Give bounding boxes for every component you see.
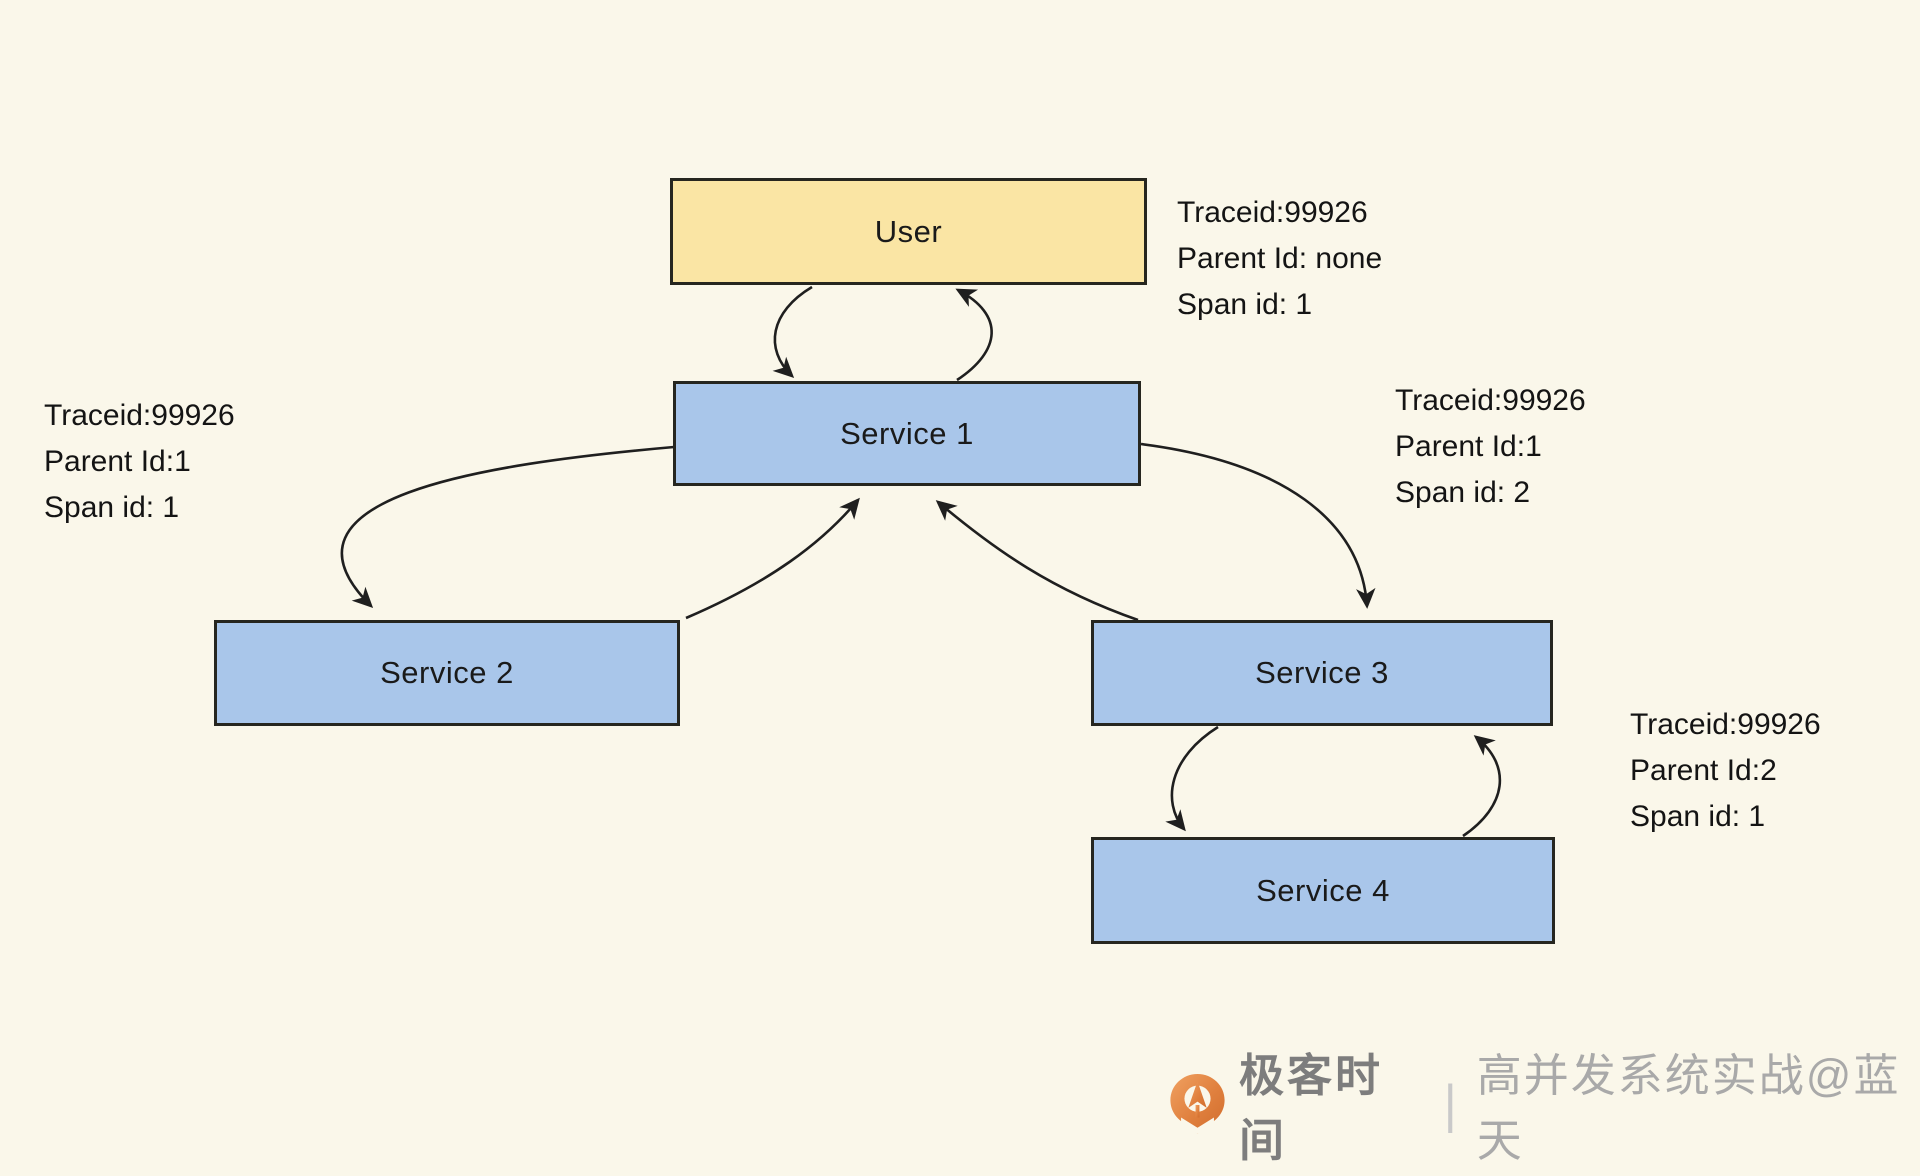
annotation-line: Traceid:99926 — [1630, 708, 1821, 741]
edge-service3-to-service1 — [935, 500, 1139, 622]
edge-service4-to-service3 — [1462, 735, 1502, 838]
annotation-line: Traceid:99926 — [1177, 196, 1368, 229]
annotation-service2-trace: Traceid:99926 Parent Id:1 Span id: 1 — [44, 393, 235, 531]
edge-service1-to-service2 — [340, 445, 675, 609]
annotation-line: Parent Id:2 — [1630, 754, 1777, 787]
edge-service1-to-user — [955, 288, 993, 382]
annotation-line: Parent Id:1 — [44, 445, 191, 478]
annotation-line: Traceid:99926 — [1395, 384, 1586, 417]
watermark: 极客时间 | 高并发系统实战@蓝天 — [1170, 1050, 1920, 1166]
node-service1-label: Service 1 — [840, 415, 974, 451]
edge-service1-to-service3 — [1140, 442, 1376, 609]
node-service4-label: Service 4 — [1256, 872, 1390, 908]
watermark-separator: | — [1443, 1074, 1457, 1134]
annotation-line: Parent Id: none — [1177, 242, 1383, 275]
node-user: User — [670, 178, 1147, 285]
edge-service3-to-service4 — [1165, 725, 1219, 832]
node-service2-label: Service 2 — [380, 655, 514, 690]
node-service3-label: Service 3 — [1255, 655, 1389, 690]
annotation-line: Span id: 1 — [1630, 800, 1766, 833]
node-user-label: User — [874, 213, 943, 249]
annotation-service3-trace: Traceid:99926 Parent Id:1 Span id: 2 — [1395, 378, 1586, 516]
watermark-brand-text: 极客时间 — [1239, 1050, 1384, 1166]
watermark-credit-text: 高并发系统实战@蓝天 — [1476, 1050, 1901, 1166]
node-service2: Service 2 — [214, 620, 680, 726]
geektime-logo-icon — [1170, 1074, 1225, 1134]
annotation-line: Span id: 1 — [1177, 288, 1313, 321]
edge-user-to-service1 — [772, 285, 813, 379]
edge-service2-to-service1 — [685, 497, 860, 620]
annotation-line: Traceid:99926 — [44, 399, 235, 432]
annotation-user-trace: Traceid:99926 Parent Id: none Span id: 1 — [1177, 190, 1382, 328]
annotation-service4-trace: Traceid:99926 Parent Id:2 Span id: 1 — [1630, 702, 1821, 840]
node-service4: Service 4 — [1091, 837, 1555, 944]
annotation-line: Span id: 2 — [1395, 476, 1531, 509]
annotation-line: Parent Id:1 — [1395, 430, 1542, 463]
node-service3: Service 3 — [1091, 620, 1553, 726]
node-service1: Service 1 — [673, 381, 1141, 486]
annotation-line: Span id: 1 — [44, 491, 180, 524]
